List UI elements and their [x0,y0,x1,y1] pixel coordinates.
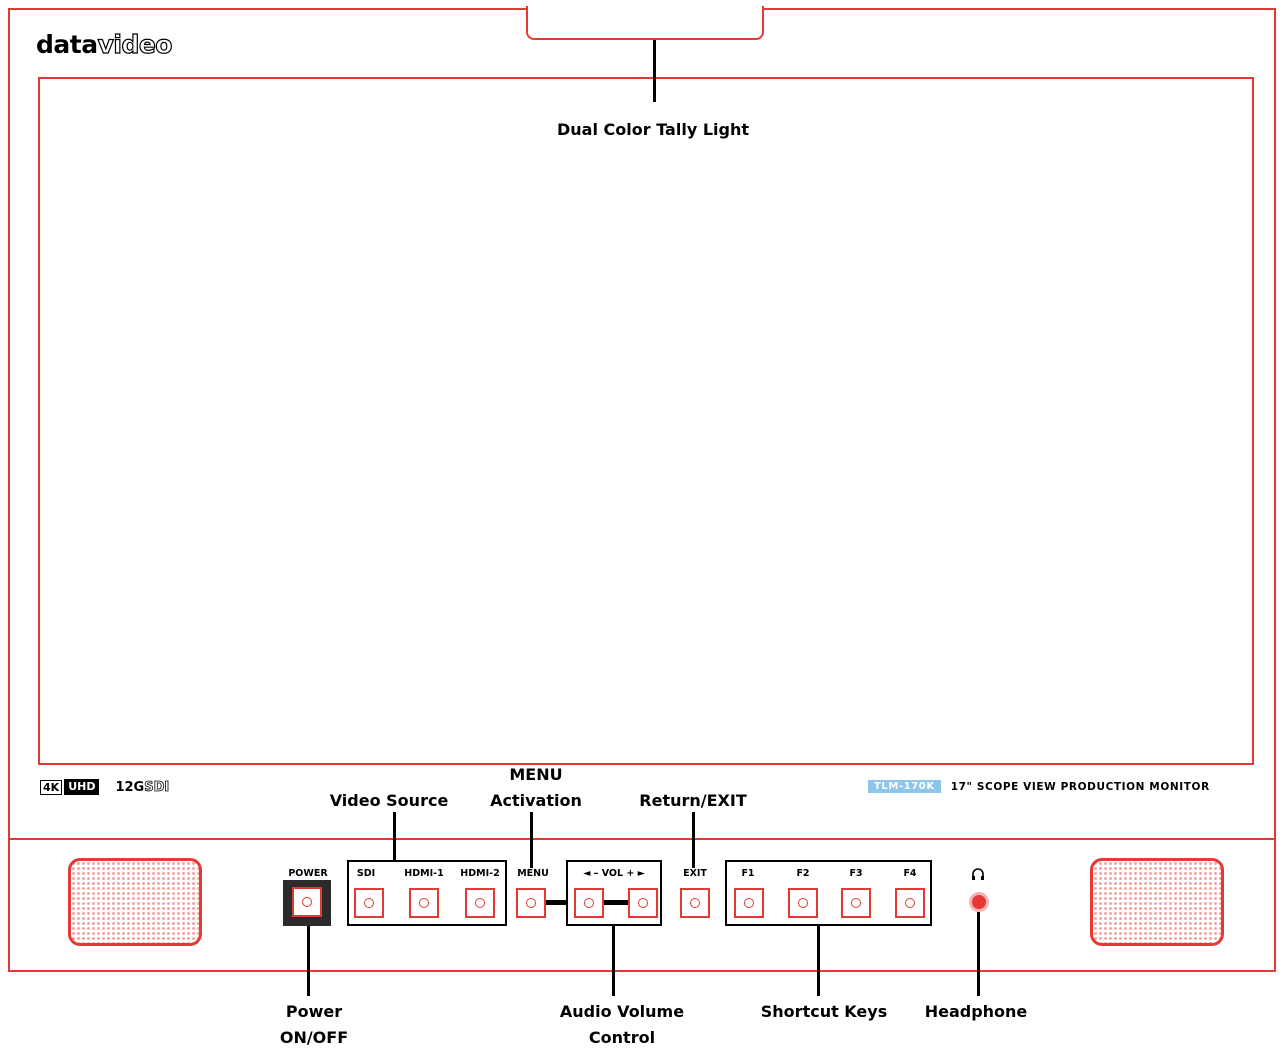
menu-label: MENU [517,868,549,879]
exit-leader [692,812,695,868]
volume-up-button[interactable] [628,888,658,918]
power-callout-line1: Power [285,1002,343,1021]
hdmi2-button[interactable] [465,888,495,918]
hdmi2-label: HDMI-2 [460,868,500,879]
exit-button[interactable] [680,888,710,918]
badge-uhd: UHD [64,779,100,795]
brand-logo-bold: data [36,30,98,59]
menu-link-bar [546,900,568,905]
f4-button[interactable] [895,888,925,918]
f1-label: F1 [741,868,755,879]
menu-callout-line2: Activation [490,791,582,810]
volume-link-bar [604,900,628,905]
power-callout-line2: ON/OFF [279,1028,349,1047]
tally-light [526,6,764,40]
volume-group [566,860,662,926]
badge-12gsdi: 12GSDI [115,779,170,795]
video-source-callout: Video Source [329,791,449,810]
f1-button[interactable] [734,888,764,918]
shortcut-keys-group [725,860,932,926]
headphone-leader [977,912,980,996]
volume-leader [612,926,615,996]
exit-callout: Return/EXIT [639,791,747,810]
volume-down-button[interactable] [574,888,604,918]
left-speaker-grille [68,858,202,946]
power-leader [307,926,310,996]
volume-callout-line1: Audio Volume [559,1002,685,1021]
badge-sdi: SDI [144,779,170,795]
power-callout: Power ON/OFF [234,999,394,1051]
power-label: POWER [288,868,328,879]
volume-label: ◄ – VOL + ► [583,868,645,879]
model-badge: TLM-170K [868,780,941,793]
exit-label: EXIT [683,868,707,879]
volume-callout: Audio Volume Control [522,999,722,1051]
display-screen [38,77,1254,765]
menu-leader [530,812,533,868]
control-panel [8,838,1276,972]
shortcut-callout: Shortcut Keys [760,1002,888,1021]
f4-label: F4 [903,868,917,879]
power-button[interactable] [292,887,322,917]
badge-4k: 4K [40,779,63,795]
menu-callout-line1: MENU [509,765,563,784]
sdi-label: SDI [356,868,376,879]
right-speaker-grille [1090,858,1224,946]
brand-logo-light: video [97,29,173,59]
headphone-icon [970,866,986,882]
video-source-group [347,860,507,926]
video-source-leader [393,812,396,862]
model-strip: TLM-170K 17" SCOPE VIEW PRODUCTION MONIT… [868,780,1210,793]
tally-leader [653,40,656,102]
tally-callout: Dual Color Tally Light [557,120,749,139]
f3-label: F3 [849,868,863,879]
hdmi1-label: HDMI-1 [404,868,444,879]
badge-12g: 12G [115,779,145,795]
volume-callout-line2: Control [588,1028,656,1047]
headphone-callout: Headphone [924,1002,1028,1021]
f3-button[interactable] [841,888,871,918]
headphone-jack[interactable] [969,892,989,912]
model-description: 17" SCOPE VIEW PRODUCTION MONITOR [950,780,1210,793]
f2-label: F2 [796,868,810,879]
shortcut-leader [817,926,820,996]
hdmi1-button[interactable] [409,888,439,918]
brand-logo: datavideo [36,29,173,59]
f2-button[interactable] [788,888,818,918]
menu-callout: MENU Activation [456,762,616,814]
menu-button[interactable] [516,888,546,918]
format-badge: 4K UHD 12GSDI [40,779,170,795]
sdi-button[interactable] [354,888,384,918]
